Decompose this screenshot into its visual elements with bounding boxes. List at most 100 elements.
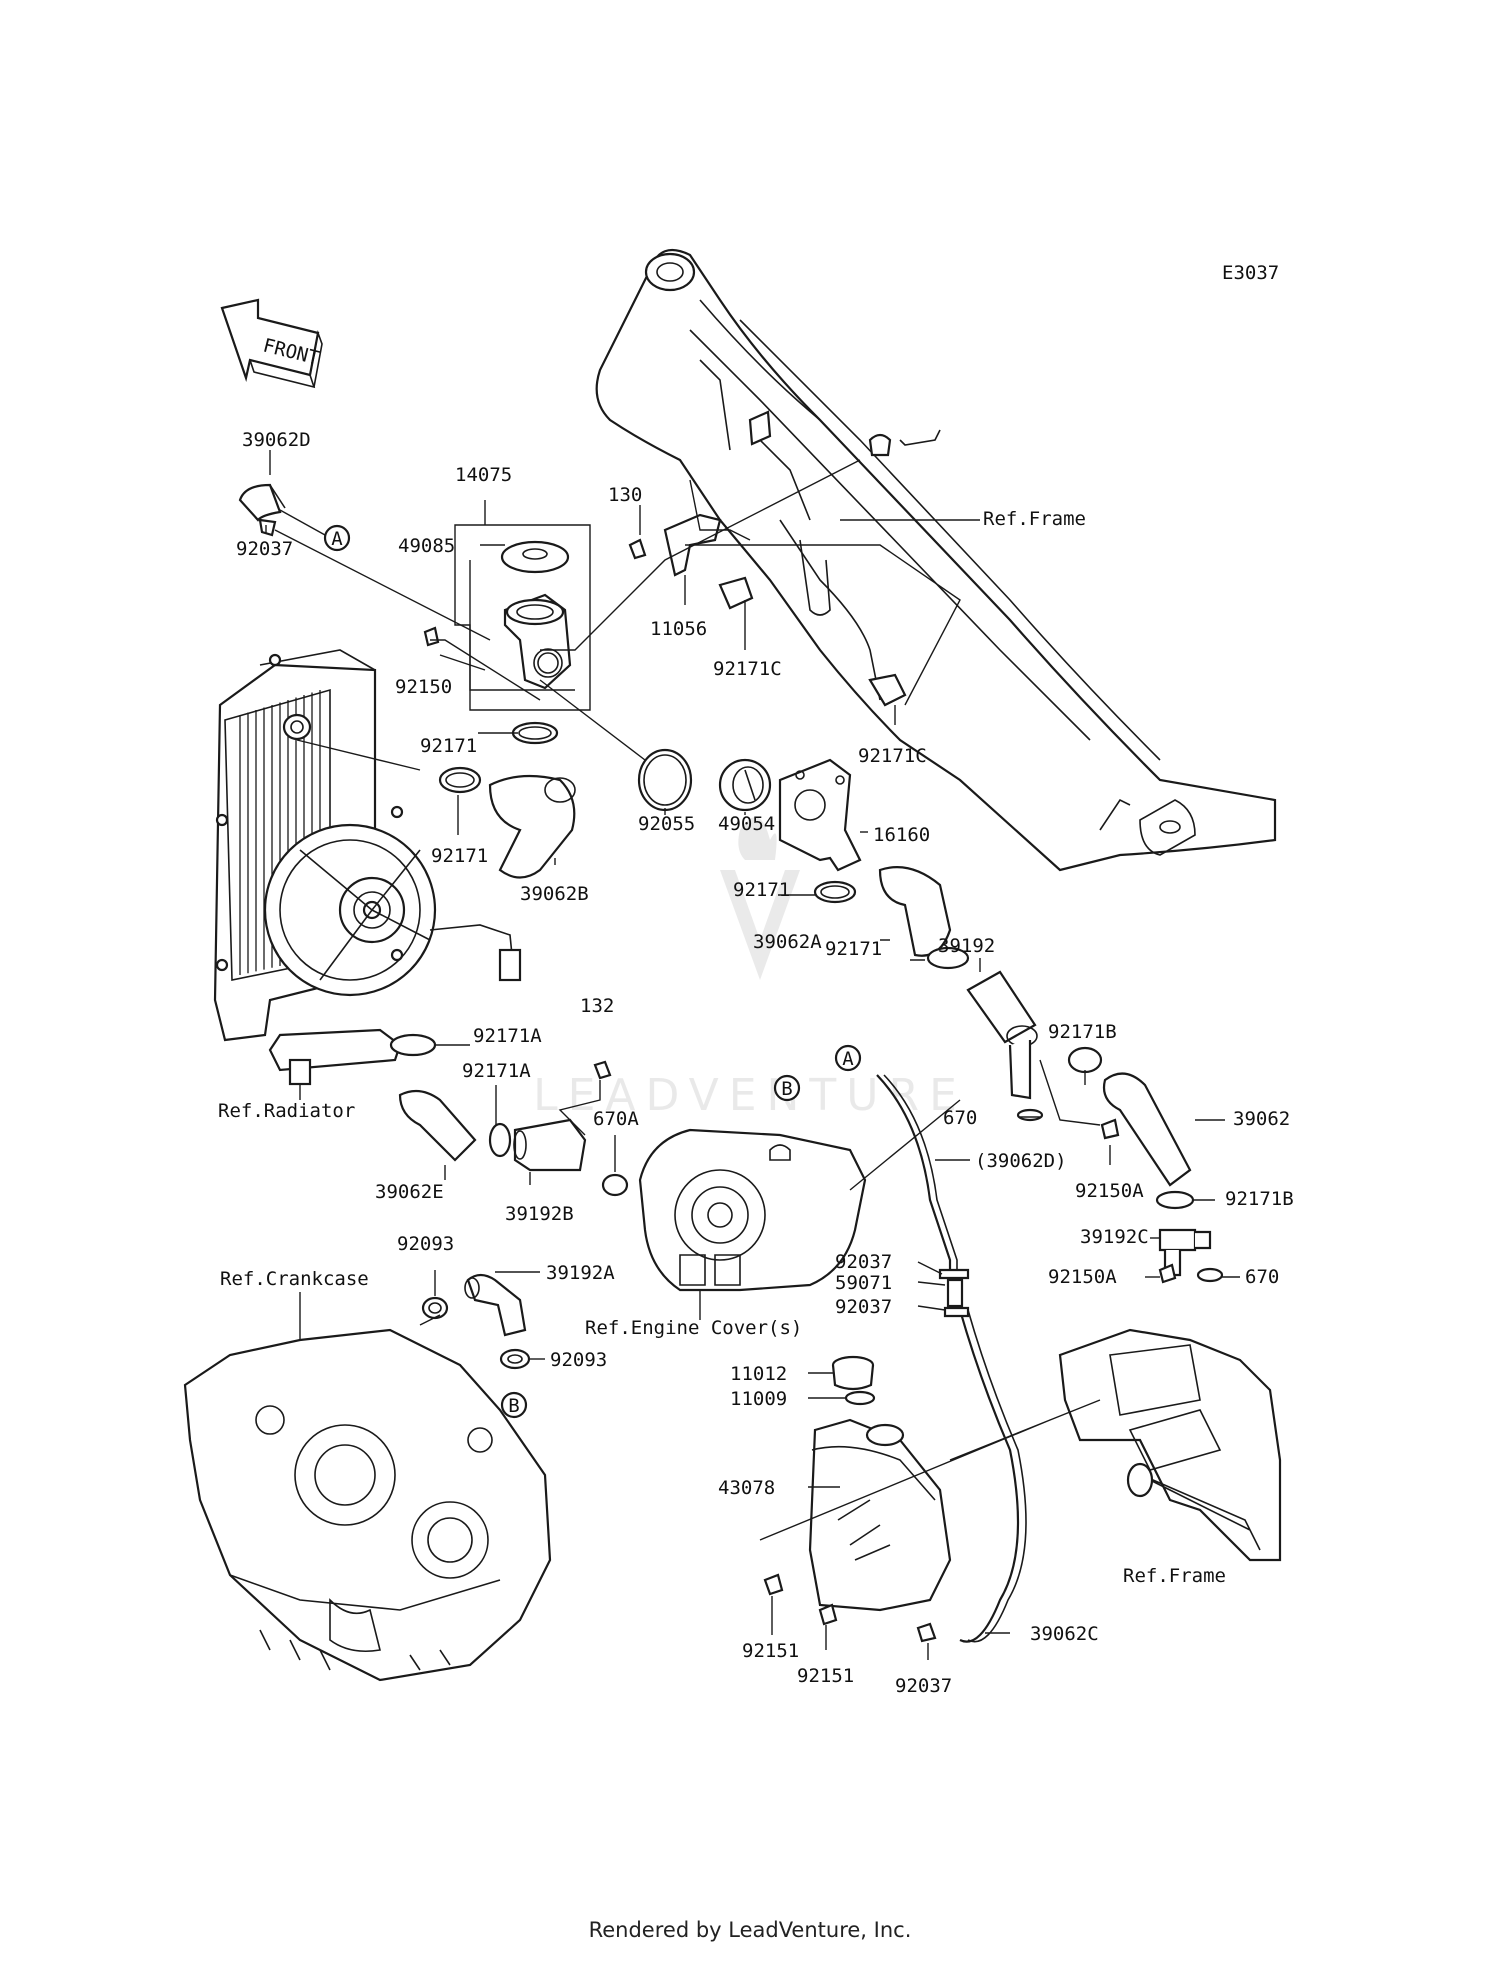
bolt-132	[593, 1060, 612, 1080]
crankcase	[183, 1328, 552, 1682]
callouts: 39062D 92037 14075 49085 130 11056 92171…	[236, 429, 1294, 1697]
hose-39062B	[488, 774, 576, 879]
callout-92150A-upper: 92150A	[1075, 1180, 1144, 1202]
engine-cover	[638, 1128, 867, 1292]
callout-92171A-upper: 92171A	[473, 1025, 542, 1047]
callout-39062E: 39062E	[375, 1181, 444, 1203]
ref-engine-cover: Ref.Engine Cover(s)	[585, 1317, 802, 1339]
callout-11012: 11012	[730, 1363, 787, 1385]
ref-crankcase: Ref.Crankcase	[220, 1268, 369, 1290]
bolt-92150A-upper	[1100, 1118, 1120, 1140]
clamp-92171-upper	[813, 880, 857, 904]
callout-92171C-top: 92171C	[713, 658, 782, 680]
bolt-92151-right	[818, 1603, 838, 1626]
callout-92151-left: 92151	[742, 1640, 799, 1662]
callout-92171-lower: 92171	[825, 938, 882, 960]
frame-top	[595, 248, 1277, 872]
clamp-92171B-lower	[1155, 1190, 1195, 1210]
frame-bottom	[1058, 1328, 1282, 1562]
callout-39192A: 39192A	[546, 1262, 615, 1284]
callout-670: 670	[943, 1107, 977, 1129]
seal-92093-lower	[499, 1348, 531, 1370]
callout-49085: 49085	[398, 535, 455, 557]
callout-11009: 11009	[730, 1388, 787, 1410]
callout-39062: 39062	[1233, 1108, 1290, 1130]
marker-a-top: A	[323, 524, 351, 552]
callout-670A: 670A	[593, 1108, 639, 1130]
clamp-92171-housing	[511, 721, 559, 745]
clamp-92037-bottom	[916, 1622, 937, 1643]
radiator	[213, 649, 522, 1086]
callout-49054: 49054	[718, 813, 775, 835]
callout-92037-low: 92037	[835, 1296, 892, 1318]
diagram-code: E3037	[1222, 262, 1279, 284]
callout-43078: 43078	[718, 1477, 775, 1499]
callout-130: 130	[608, 484, 642, 506]
clamp-92171-lower	[926, 946, 970, 970]
callout-39192B: 39192B	[505, 1203, 574, 1225]
callout-39192C: 39192C	[1080, 1226, 1149, 1248]
bolt-92150	[423, 626, 440, 647]
ref-radiator: Ref.Radiator	[218, 1100, 355, 1122]
clamp-92171B-upper	[1067, 1046, 1103, 1074]
hose-overflow	[876, 1074, 1027, 1643]
callout-92171B-lower: 92171B	[1225, 1188, 1294, 1210]
callout-92150A-lower: 92150A	[1048, 1266, 1117, 1288]
oring-92055	[637, 748, 693, 812]
callout-92150: 92150	[395, 676, 452, 698]
oring-670-lower	[1196, 1267, 1224, 1283]
clamp-92171C-top	[718, 576, 754, 610]
pipe-39192B	[513, 1118, 587, 1172]
callout-92037-mid: 92037	[835, 1251, 892, 1273]
thermostat-49054	[718, 758, 772, 812]
clamp-92171-hose	[438, 766, 482, 794]
marker-a-top-label: A	[331, 528, 343, 550]
marker-a-lower: A	[834, 1044, 862, 1072]
bolt-130	[628, 538, 647, 560]
pipe-39192A	[464, 1273, 527, 1337]
callout-39062B: 39062B	[520, 883, 589, 905]
callout-132: 132	[580, 995, 614, 1017]
callout-92093-lower: 92093	[550, 1349, 607, 1371]
marker-b-cover: B	[773, 1074, 801, 1102]
thermostat-housing-group	[454, 524, 591, 711]
callout-92171C-lower: 92171C	[858, 745, 927, 767]
callout-92093-left: 92093	[397, 1233, 454, 1255]
clamp-92171A-upper	[389, 1033, 437, 1057]
bolt-92150A-lower	[1158, 1263, 1177, 1284]
seal-92093-left	[421, 1296, 449, 1320]
footer-credit: Rendered by LeadVenture, Inc.	[588, 1918, 912, 1942]
clamp-92171A-lower	[488, 1122, 512, 1158]
cover-16160	[778, 758, 862, 872]
callout-92037-top: 92037	[236, 538, 293, 560]
callout-39062A: 39062A	[753, 931, 822, 953]
callout-39062D-paren: (39062D)	[975, 1150, 1067, 1172]
pipe-39192C	[1158, 1228, 1212, 1277]
reservoir-43078	[808, 1418, 952, 1612]
marker-b-lower-label: B	[508, 1395, 519, 1417]
callout-39062D: 39062D	[242, 429, 311, 451]
callout-92171-hose: 92171	[431, 845, 488, 867]
callout-14075: 14075	[455, 464, 512, 486]
bolt-92151-left	[763, 1573, 784, 1596]
marker-b-lower: B	[500, 1391, 528, 1419]
ref-frame-top: Ref.Frame	[983, 508, 1086, 530]
oring-670	[1016, 1108, 1044, 1122]
leader-lines	[265, 450, 1240, 1660]
ref-frame-bottom: Ref.Frame	[1123, 1565, 1226, 1587]
callout-92171-upper: 92171	[733, 879, 790, 901]
callout-39192: 39192	[938, 935, 995, 957]
joint-59071	[938, 1268, 970, 1318]
pipe-39192	[966, 970, 1038, 1100]
callout-16160: 16160	[873, 824, 930, 846]
callout-670-lower: 670	[1245, 1266, 1279, 1288]
clamp-92037-top	[258, 518, 277, 537]
clamp-92171C-lower	[868, 673, 907, 707]
hose-39062E	[398, 1089, 477, 1162]
callout-59071: 59071	[835, 1272, 892, 1294]
front-arrow-icon: FRONT	[220, 298, 323, 389]
callout-39062C: 39062C	[1030, 1623, 1099, 1645]
oring-670A	[601, 1173, 629, 1197]
callout-92151-right: 92151	[797, 1665, 854, 1687]
